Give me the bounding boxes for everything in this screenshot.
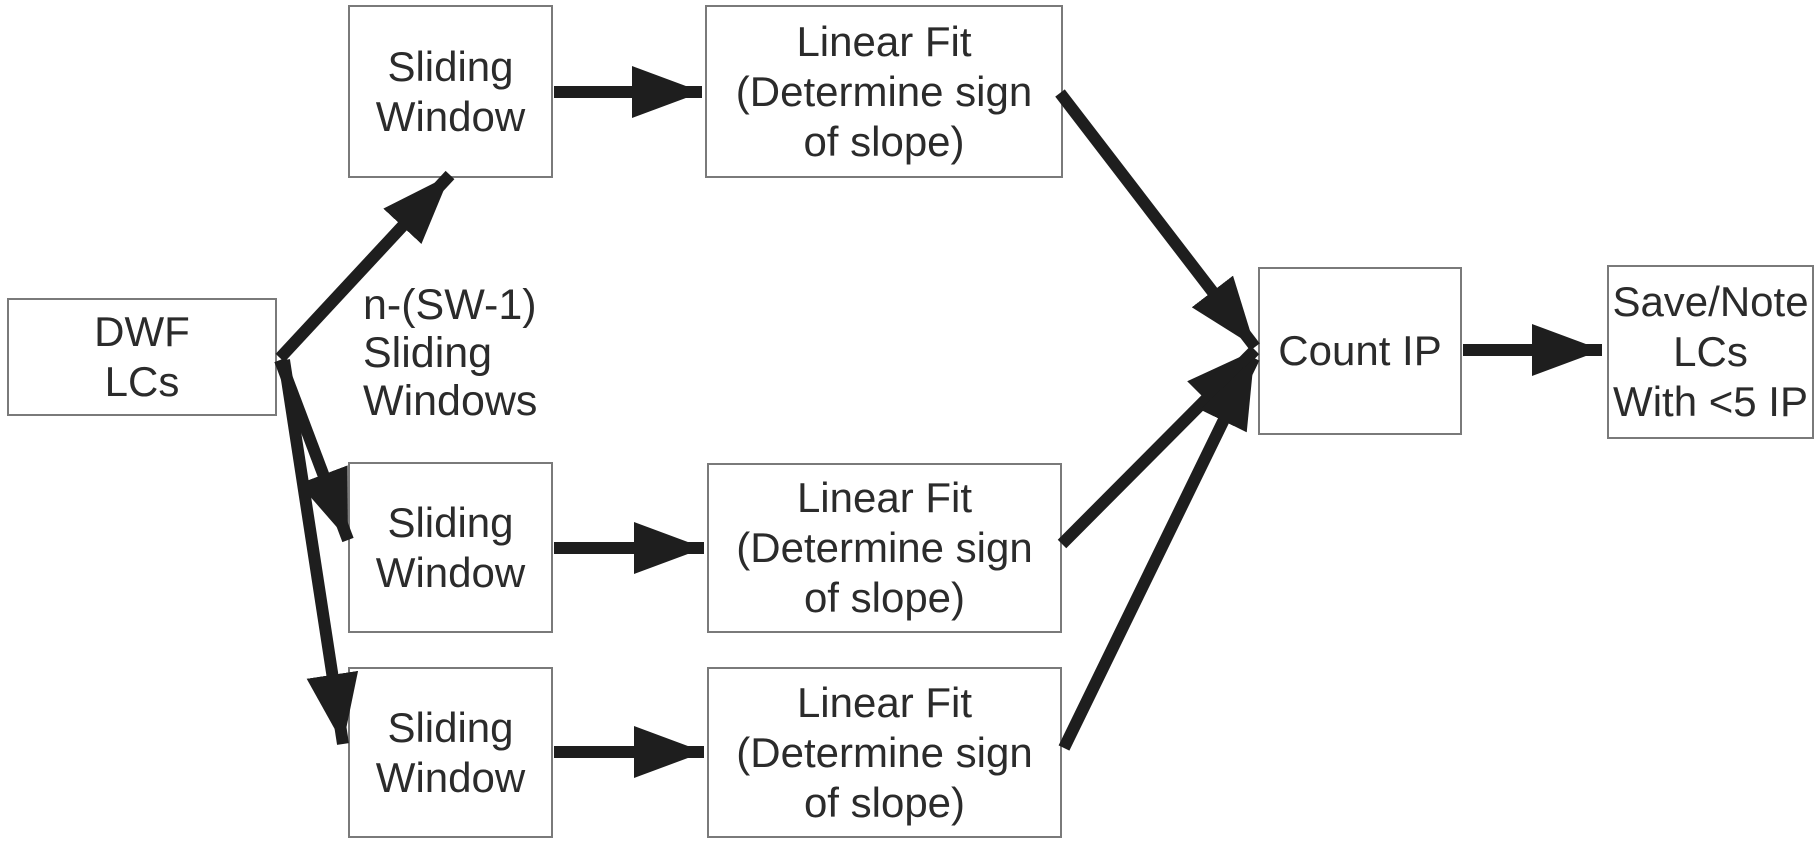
arrow-lf-mid-to-count-ip [1057, 345, 1260, 549]
node-linear-fit-middle: Linear Fit (Determine sign of slope) [707, 463, 1062, 633]
node-dwf-lcs-label: DWF LCs [94, 308, 190, 405]
node-dwf-lcs: DWF LCs [7, 298, 277, 416]
node-linear-fit-middle-label: Linear Fit (Determine sign of slope) [736, 474, 1033, 621]
node-save-note-lcs-label: Save/Note LCs With <5 IP [1612, 278, 1809, 425]
node-sliding-window-bottom-label: Sliding Window [375, 703, 526, 801]
node-linear-fit-bottom: Linear Fit (Determine sign of slope) [707, 667, 1062, 838]
arrow-lf-bot-to-count-ip [1058, 355, 1260, 751]
arrow-lf-top-to-count-ip [1055, 89, 1260, 351]
node-count-ip-label: Count IP [1278, 327, 1442, 374]
arrow-dwf-to-sw-mid [274, 357, 354, 543]
node-sliding-window-middle: Sliding Window [348, 462, 553, 633]
node-sliding-window-bottom: Sliding Window [348, 667, 553, 838]
node-sliding-window-top: Sliding Window [348, 5, 553, 178]
annotation-n-sw-1-sliding-windows: n-(SW-1) Sliding Windows [363, 281, 538, 425]
node-linear-fit-bottom-label: Linear Fit (Determine sign of slope) [736, 678, 1033, 826]
node-sliding-window-middle-label: Sliding Window [375, 498, 526, 596]
node-sliding-window-top-label: Sliding Window [375, 42, 526, 140]
node-linear-fit-top-label: Linear Fit (Determine sign of slope) [735, 17, 1033, 165]
node-save-note-lcs: Save/Note LCs With <5 IP [1607, 265, 1814, 439]
node-count-ip: Count IP [1258, 267, 1462, 435]
node-linear-fit-top: Linear Fit (Determine sign of slope) [705, 5, 1063, 178]
arrow-dwf-to-sw-bot [278, 359, 359, 745]
